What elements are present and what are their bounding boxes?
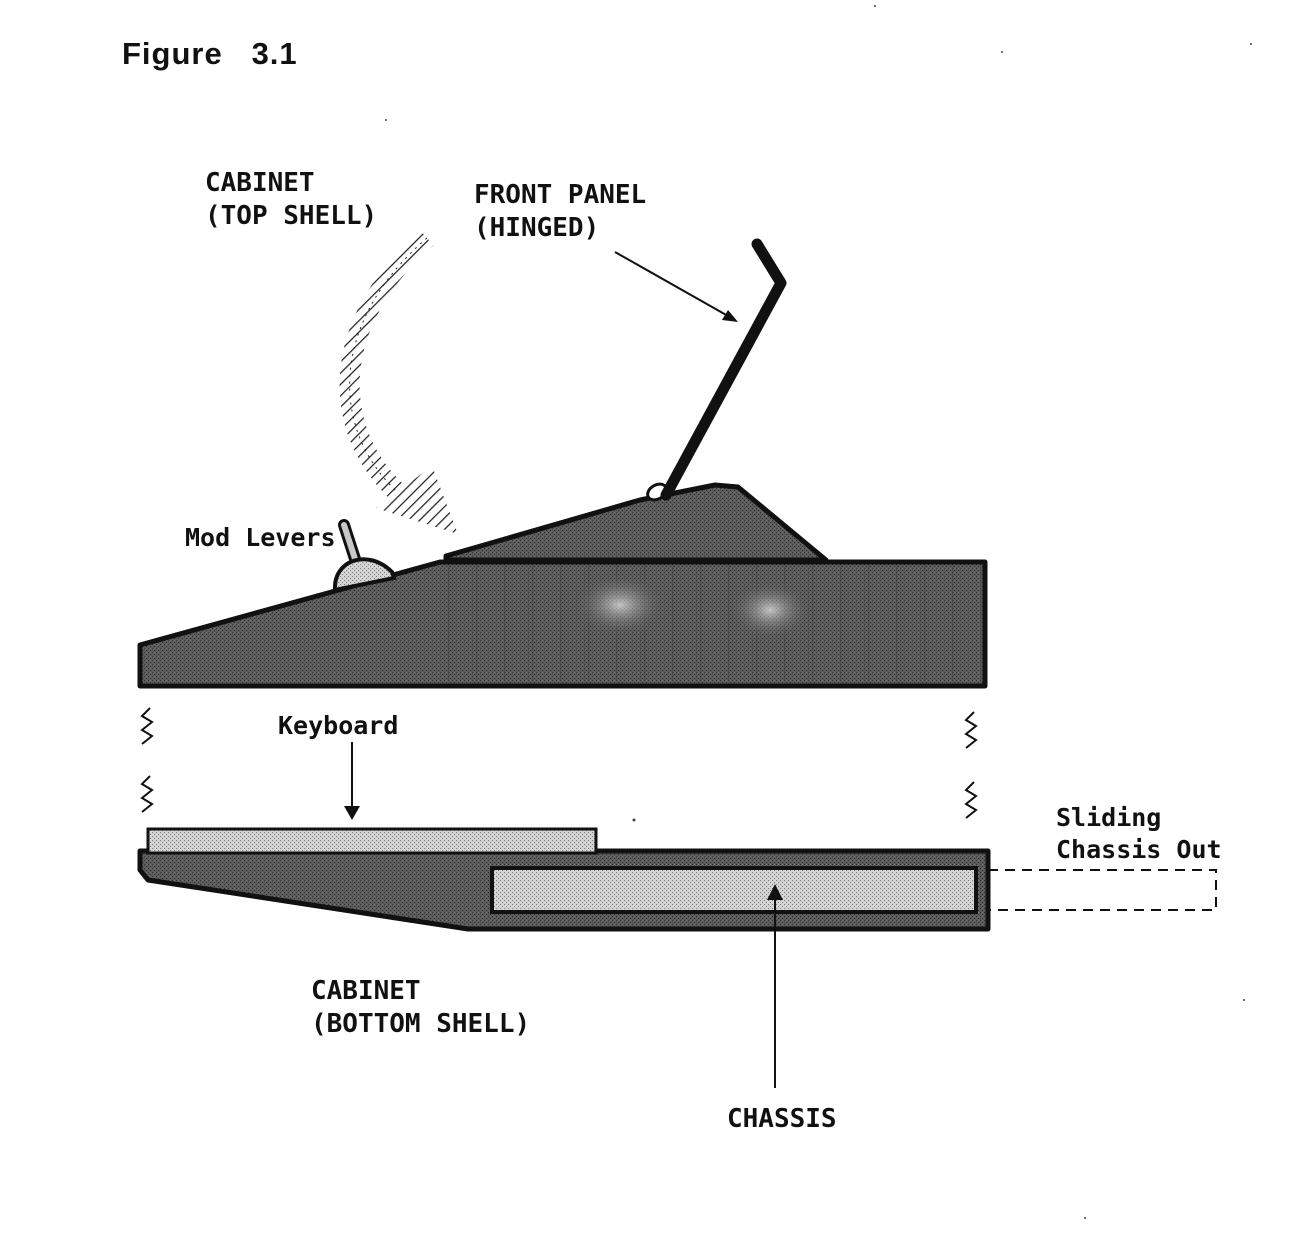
- front-panel-hinged: [646, 238, 787, 502]
- cabinet-bottom-label: CABINET: [311, 976, 421, 1006]
- front-panel-sublabel: (HINGED): [474, 213, 599, 243]
- separation-marks: [140, 707, 978, 819]
- figure-title: Figure 3.1: [122, 36, 298, 71]
- front-panel-arrow: [614, 251, 738, 322]
- chassis-shape: [490, 866, 978, 914]
- cabinet-bottom-sublabel: (BOTTOM SHELL): [311, 1009, 530, 1039]
- cabinet-top-sublabel: (TOP SHELL): [205, 201, 377, 231]
- cabinet-top-label: CABINET: [205, 168, 315, 198]
- front-panel-label: FRONT PANEL: [474, 180, 646, 210]
- top-shell: [137, 482, 988, 689]
- scan-specks: [385, 5, 1252, 1219]
- keyboard-shape: [146, 827, 598, 855]
- sliding-chassis-sublabel: Chassis Out: [1056, 835, 1222, 864]
- keyboard-arrow: [344, 742, 360, 820]
- sliding-chassis-label: Sliding: [1056, 803, 1161, 832]
- chassis-label: CHASSIS: [727, 1104, 837, 1134]
- keyboard-label: Keyboard: [278, 711, 398, 740]
- chassis-arrow: [767, 884, 783, 1088]
- sliding-chassis-outline: [987, 869, 1217, 911]
- curved-hatched-arrow: [339, 230, 458, 534]
- mod-lever: [332, 519, 397, 593]
- mod-levers-label: Mod Levers: [185, 523, 336, 552]
